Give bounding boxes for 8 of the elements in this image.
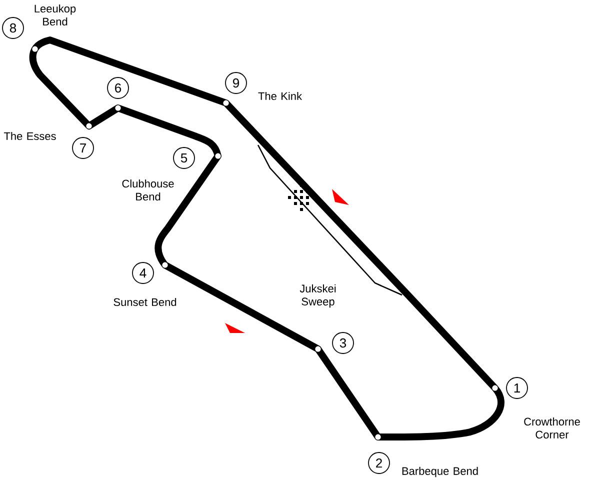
corner-name: Barbeque Bend: [402, 466, 478, 478]
corner-name: The Kink: [258, 92, 302, 100]
corner-name: The Esses: [4, 132, 56, 140]
corner-name: Clubhouse Bend: [122, 179, 174, 201]
corner-name: Crowthorne Corner: [524, 417, 580, 439]
corner-name: Jukskei Sweep: [300, 284, 336, 308]
corner-name: Sunset Bend: [114, 298, 176, 306]
corner-name: Leeukop Bend: [34, 4, 76, 26]
